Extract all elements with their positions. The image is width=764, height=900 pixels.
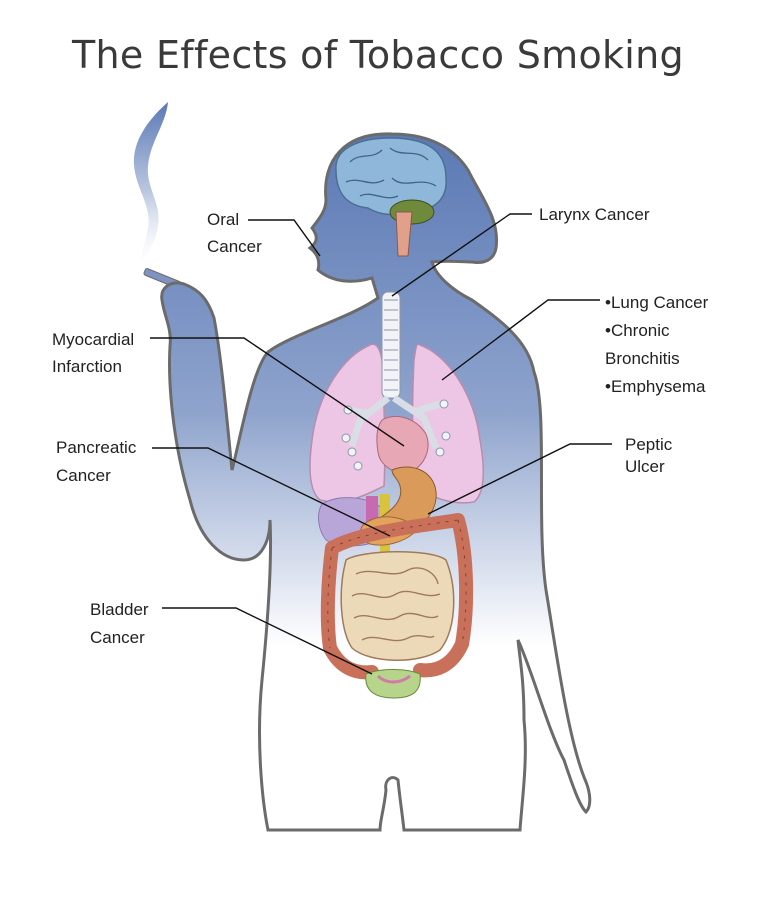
label-text: Pancreatic	[56, 438, 137, 457]
label-lung-diseases: •Lung Cancer •Chronic Bronchitis •Emphys…	[605, 293, 709, 396]
brain-stem	[395, 211, 413, 257]
label-text: Cancer	[90, 628, 145, 647]
bladder	[365, 669, 421, 699]
label-text: Cancer	[56, 466, 111, 485]
label-text: Peptic	[625, 435, 673, 454]
label-text: Bronchitis	[605, 349, 680, 368]
label-larynx-cancer: Larynx Cancer	[539, 205, 650, 224]
label-oral-cancer: Oral Cancer	[207, 210, 262, 256]
label-text: Myocardial	[52, 330, 134, 349]
leader-oral	[248, 219, 321, 257]
small-intestine	[340, 551, 455, 661]
label-pancreatic-cancer: Pancreatic Cancer	[56, 438, 137, 485]
page-title: The Effects of Tobacco Smoking	[71, 33, 684, 77]
label-text: Oral	[207, 210, 239, 229]
trachea	[341, 291, 451, 471]
leader-bladder	[162, 607, 373, 675]
leader-peptic	[427, 443, 612, 515]
label-text: Infarction	[52, 357, 122, 376]
label-text: Bladder	[90, 600, 149, 619]
label-text: Ulcer	[625, 457, 665, 476]
label-text: •Chronic	[605, 321, 670, 340]
label-text: •Emphysema	[605, 377, 706, 396]
label-peptic-ulcer: Peptic Ulcer	[625, 435, 673, 476]
label-text: •Lung Cancer	[605, 293, 709, 312]
leader-lines	[150, 213, 612, 675]
label-bladder-cancer: Bladder Cancer	[90, 600, 149, 647]
label-myocardial-infarction: Myocardial Infarction	[52, 330, 134, 376]
smoke-wisp	[133, 102, 168, 262]
leader-lung	[441, 299, 600, 381]
brain	[335, 137, 447, 216]
label-text: Larynx Cancer	[539, 205, 650, 224]
leader-pancreatic	[152, 447, 391, 537]
leader-larynx	[391, 213, 532, 297]
leader-myocardial	[150, 337, 405, 447]
label-text: Cancer	[207, 237, 262, 256]
